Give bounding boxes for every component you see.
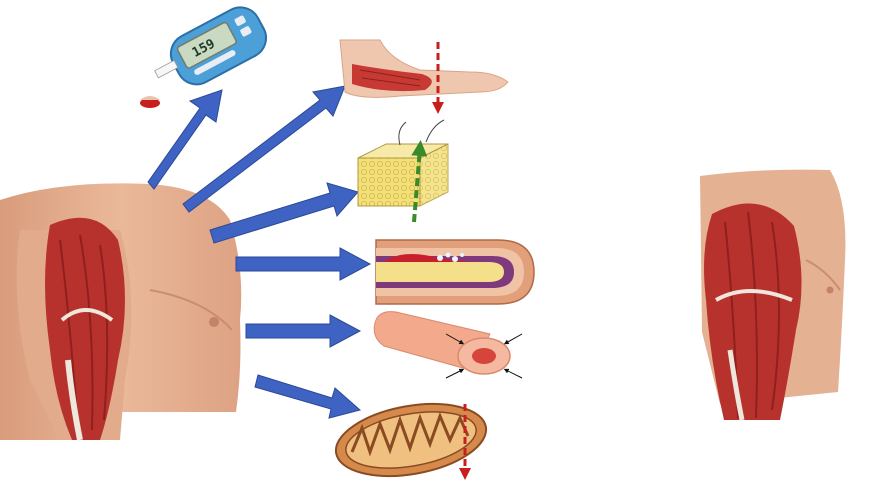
hair-strand bbox=[399, 122, 406, 145]
blood-vessel-icon bbox=[374, 312, 522, 378]
arrow-to-artery bbox=[236, 248, 370, 280]
nipple-icon bbox=[209, 317, 219, 327]
artery-plaque-icon bbox=[376, 240, 534, 304]
left-arm-illustration bbox=[0, 183, 241, 440]
test-strip bbox=[155, 60, 178, 77]
glucometer-icon: 159 bbox=[140, 0, 273, 108]
arrow-to-fat-tissue bbox=[210, 183, 358, 243]
arrow-to-blood-vessel bbox=[246, 315, 360, 347]
fat-tissue-icon bbox=[358, 120, 448, 222]
right-arm-illustration bbox=[700, 170, 845, 420]
arm-muscle-icon bbox=[340, 40, 508, 108]
vessel-lumen bbox=[472, 348, 496, 364]
arrow-to-mitochondria bbox=[255, 375, 360, 418]
plaque-deposit bbox=[376, 262, 504, 282]
